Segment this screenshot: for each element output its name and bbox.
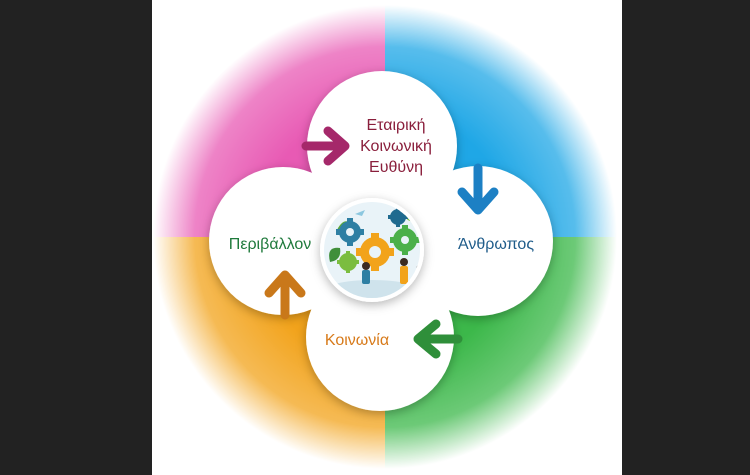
csr-label-line-2: Κοινωνική bbox=[360, 138, 432, 155]
environment-circle bbox=[209, 167, 357, 315]
left-border bbox=[0, 0, 152, 475]
node-label-human: Άνθρωπος bbox=[458, 236, 534, 253]
node-label-society: Κοινωνία bbox=[325, 332, 389, 349]
csr-label-line-1: Εταιρική bbox=[366, 117, 425, 134]
society-circle bbox=[306, 263, 454, 411]
arrow-environment-icon bbox=[264, 270, 306, 320]
arrow-society-icon bbox=[413, 319, 463, 359]
arrow-human-icon bbox=[457, 163, 499, 215]
human-circle bbox=[403, 166, 553, 316]
csr-circle bbox=[307, 71, 457, 221]
csr-label-line-3: Ευθύνη bbox=[369, 159, 423, 176]
node-label-environment: Περιβάλλον bbox=[229, 236, 311, 253]
right-border bbox=[622, 0, 750, 475]
node-label-csr: Εταιρική Κοινωνική Ευθύνη bbox=[360, 117, 432, 176]
arrow-csr-icon bbox=[301, 126, 350, 166]
gears-teamwork-illustration-icon bbox=[324, 202, 420, 298]
